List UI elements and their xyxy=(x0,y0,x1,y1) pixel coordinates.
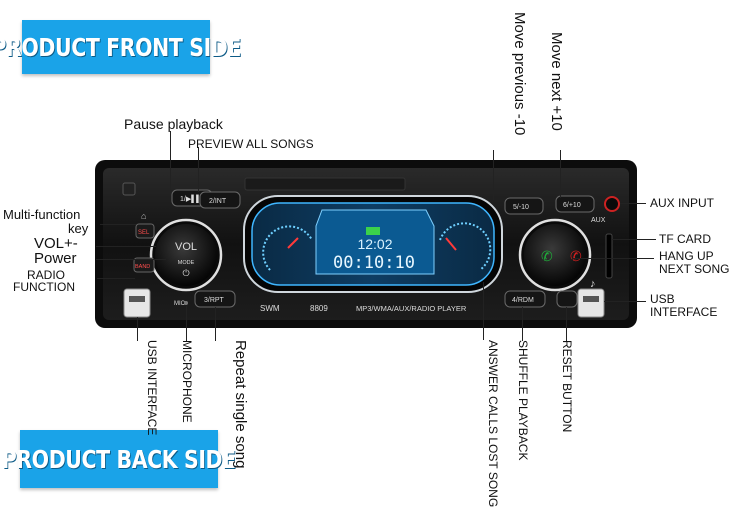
display-clock-main: 00:10:10 xyxy=(333,253,415,273)
multi-function-label: Multi-function xyxy=(3,207,81,222)
button-1-label: 1/▶▌▌ xyxy=(180,194,201,204)
top-slot xyxy=(244,177,406,191)
leader-line xyxy=(493,150,494,200)
button-2-int[interactable] xyxy=(199,191,241,209)
usb-port-right[interactable] xyxy=(577,288,605,318)
vol-label: VOL+- xyxy=(34,235,78,252)
button-6-label: 6/+10 xyxy=(563,202,581,209)
leader-line xyxy=(97,278,135,279)
mic-label: MIC xyxy=(174,301,186,307)
leader-line xyxy=(620,203,646,204)
battery-indicator-icon xyxy=(366,227,380,235)
button-4-random[interactable] xyxy=(504,290,546,308)
multi-function-icon: ⌂ xyxy=(141,211,146,221)
car-radio-illustration: 12:02 00:10:10 SWM 8809 MP3/WMA/AUX/RADI… xyxy=(95,160,637,328)
mode-label: MODE xyxy=(178,260,195,266)
leader-line xyxy=(522,307,523,341)
hang-up-icon: ✆ xyxy=(570,248,582,264)
button-3-label: 3/RPT xyxy=(204,297,225,304)
player-label: MP3/WMA/AUX/RADIO PLAYER xyxy=(356,304,467,313)
multi-function-key-label: key xyxy=(68,221,89,236)
usb-interface-right-label-2: INTERFACE xyxy=(650,305,718,319)
repeat-single-song-label: Repeat single song xyxy=(232,340,249,469)
right-gauge xyxy=(439,222,492,271)
move-previous-label: Move previous -10 xyxy=(511,12,528,136)
leader-line xyxy=(186,306,187,341)
left-gauge-needle xyxy=(287,237,299,249)
tf-card-slot[interactable] xyxy=(605,233,613,279)
tuner-knob[interactable] xyxy=(524,224,586,286)
hang-up-label: HANG UP xyxy=(659,249,714,263)
power-icon: ⏻ xyxy=(182,268,189,278)
usb-interface-right-label: USB xyxy=(650,292,675,306)
leader-line xyxy=(560,150,561,198)
leader-line xyxy=(100,224,136,225)
microphone-label: MICROPHONE xyxy=(180,340,194,423)
button-4-label: 4/RDM xyxy=(512,297,534,304)
right-gauge-needle xyxy=(445,237,457,251)
aux-jack[interactable] xyxy=(604,196,620,212)
reset-button-label: RESET BUTTON xyxy=(560,340,574,433)
next-song-label: NEXT SONG xyxy=(659,262,730,276)
tf-card-label: TF CARD xyxy=(659,232,711,246)
leader-line xyxy=(198,147,199,192)
brand-label: SWM xyxy=(260,304,280,313)
vol-knob[interactable] xyxy=(155,224,217,286)
product-back-side-banner: PRODUCT BACK SIDE xyxy=(2,430,236,488)
band-button[interactable] xyxy=(133,257,155,273)
leader-line xyxy=(572,258,654,259)
usb-interface-bottom-label: USB INTERFACE xyxy=(145,340,159,436)
leader-line xyxy=(96,259,166,260)
leader-line xyxy=(137,317,138,341)
aux-input-label: AUX INPUT xyxy=(650,196,715,210)
leader-line xyxy=(604,301,646,302)
usb-port-left-slot xyxy=(129,296,145,302)
leader-line xyxy=(483,282,484,340)
bt-indicator xyxy=(122,182,136,196)
vol-knob-label: VOL xyxy=(175,241,197,253)
leader-line xyxy=(566,307,567,341)
button-6-next[interactable] xyxy=(555,195,595,213)
usb-port-left[interactable] xyxy=(123,288,151,318)
product-back-side-text: PRODUCT BACK SIDE xyxy=(1,444,237,474)
leader-line xyxy=(170,131,171,191)
display-center-panel xyxy=(315,209,435,275)
shuffle-playback-label: SHUFFLE PLAYBACK xyxy=(516,340,530,461)
music-note-icon: ♪ xyxy=(590,278,596,290)
answer-call-icon: ✆ xyxy=(541,248,553,264)
leader-line xyxy=(96,246,156,247)
radio-label: RADIO xyxy=(27,268,66,282)
band-label: BAND xyxy=(135,264,150,270)
move-next-label: Move next +10 xyxy=(548,32,565,131)
sel-button[interactable] xyxy=(135,223,155,239)
power-label: Power xyxy=(34,250,77,267)
mic-hole xyxy=(184,301,188,305)
model-label: 8809 xyxy=(310,304,328,313)
preview-all-songs-label: PREVIEW ALL SONGS xyxy=(188,137,314,151)
leader-line xyxy=(612,239,656,240)
button-5-label: 5/-10 xyxy=(513,204,529,211)
product-front-side-banner: PRODUCT FRONT SIDE xyxy=(0,20,241,74)
answer-calls-label: ANSWER CALLS LOST SONG xyxy=(486,340,500,507)
button-2-label: 2/INT xyxy=(209,198,227,205)
sel-label: SEL xyxy=(138,230,150,236)
product-front-side-text: PRODUCT FRONT SIDE xyxy=(0,32,241,62)
pause-playback-label: Pause playback xyxy=(124,116,223,132)
aux-label: AUX xyxy=(591,217,606,224)
leader-line xyxy=(215,307,216,341)
display-clock-top: 12:02 xyxy=(357,236,392,252)
button-5-previous[interactable] xyxy=(504,197,544,215)
usb-port-right-slot xyxy=(583,296,599,302)
reset-button[interactable] xyxy=(556,290,578,308)
radio-function-label: FUNCTION xyxy=(13,280,75,294)
